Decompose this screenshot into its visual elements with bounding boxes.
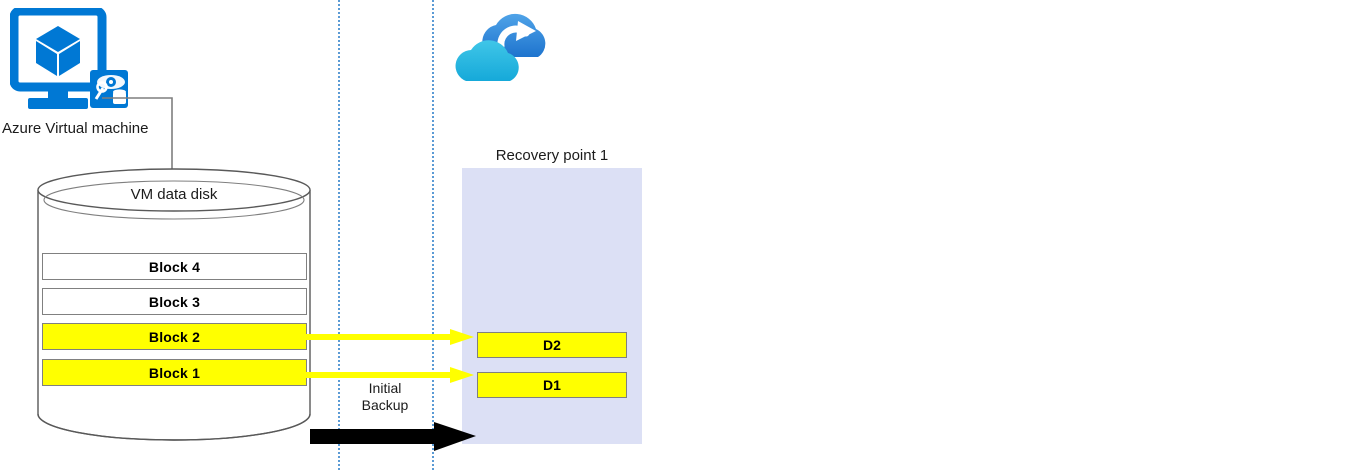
azure-backup-cloud-icon — [452, 5, 562, 100]
boundary-line-right — [432, 0, 434, 470]
transfer-arrow-block-1-to-d1 — [298, 365, 474, 385]
disk-block-1[interactable]: Block 1 — [42, 359, 307, 386]
recovery-block-d1[interactable]: D1 — [477, 372, 627, 398]
initial-backup-line-2: Backup — [361, 397, 409, 413]
disk-block-2[interactable]: Block 2 — [42, 323, 307, 350]
vm-data-disk-title: VM data disk — [130, 186, 218, 203]
transfer-arrow-block-2-to-d2 — [298, 327, 474, 347]
initial-backup-flow-arrow — [310, 420, 476, 452]
initial-backup-label: Initial Backup — [338, 380, 432, 414]
initial-backup-line-1: Initial — [368, 380, 402, 396]
recovery-point-panel — [462, 168, 642, 444]
disk-block-3[interactable]: Block 3 — [42, 288, 307, 315]
azure-virtual-machine-label: Azure Virtual machine — [2, 120, 149, 137]
recovery-point-label: Recovery point 1 — [495, 147, 609, 164]
boundary-line-left — [338, 0, 340, 470]
vm-to-disk-connector — [100, 92, 180, 184]
recovery-block-d2[interactable]: D2 — [477, 332, 627, 358]
disk-block-4[interactable]: Block 4 — [42, 253, 307, 280]
